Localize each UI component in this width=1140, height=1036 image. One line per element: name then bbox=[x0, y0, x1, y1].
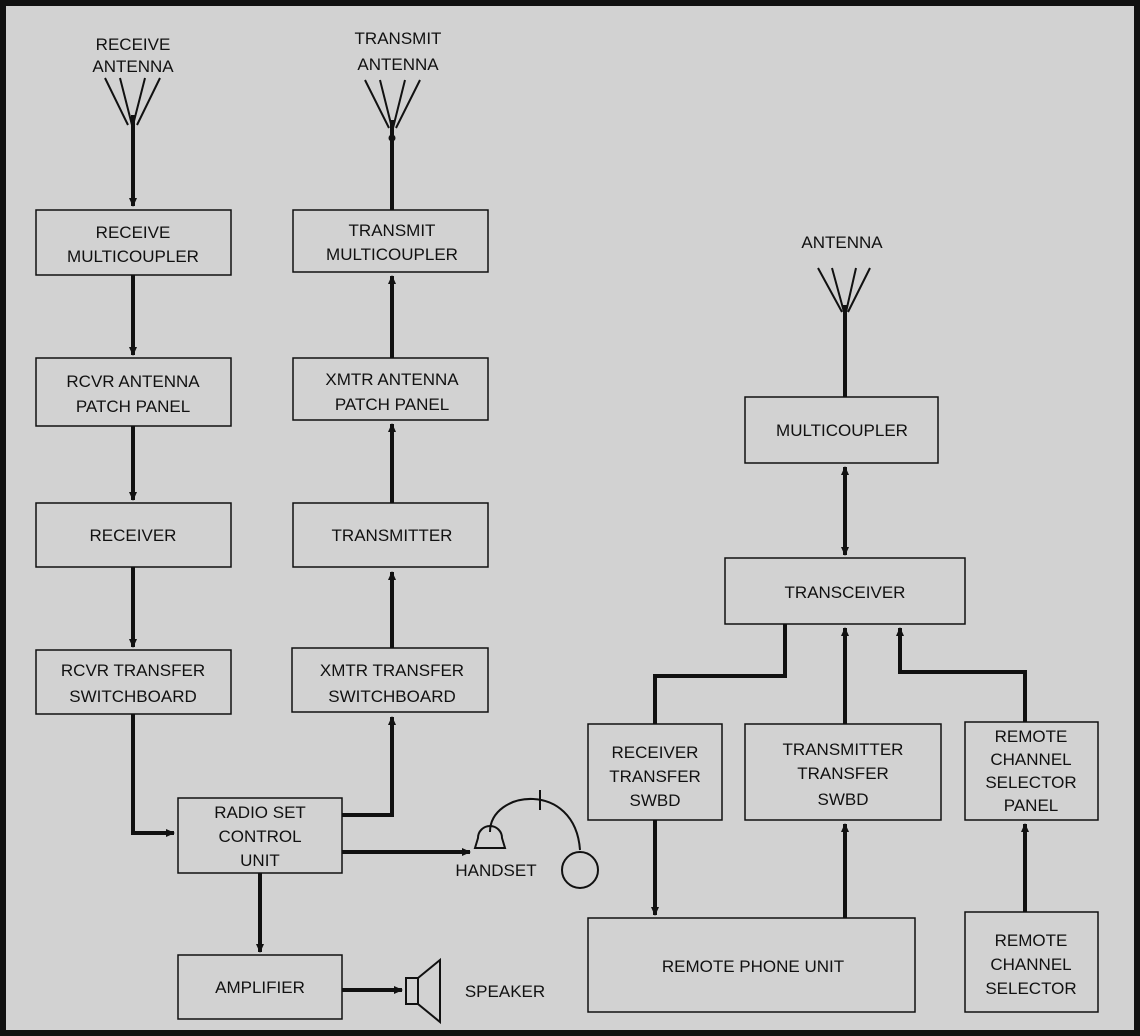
transmit-antenna-label-line1: TRANSMIT bbox=[355, 29, 442, 48]
remote-channel-selector-panel-block bbox=[964, 721, 1099, 821]
radio-set-control-unit-label-line3: UNIT bbox=[240, 851, 280, 870]
multicoupler-block bbox=[744, 396, 939, 464]
receiver-transfer-swbd-label-line3: SWBD bbox=[630, 791, 681, 810]
speaker-label: SPEAKER bbox=[465, 982, 545, 1001]
transmitter-label: TRANSMITTER bbox=[332, 526, 453, 545]
rcvr-antenna-patch-panel-block bbox=[35, 357, 232, 427]
receiver-label: RECEIVER bbox=[90, 526, 177, 545]
receiver-transfer-swbd-block bbox=[587, 723, 723, 821]
antenna-label: ANTENNA bbox=[801, 233, 883, 252]
transmit-antenna-label-line2: ANTENNA bbox=[357, 55, 439, 74]
remote-channel-selector-label-line1: REMOTE bbox=[995, 931, 1068, 950]
transmitter-transfer-swbd-label-line3: SWBD bbox=[818, 790, 869, 809]
receiver-transfer-swbd-label-line1: RECEIVER bbox=[612, 743, 699, 762]
receive-antenna-icon bbox=[104, 77, 161, 198]
xmtr-transfer-label-line2: SWITCHBOARD bbox=[328, 687, 456, 706]
receiver-transfer-swbd-label-line2: TRANSFER bbox=[609, 767, 701, 786]
receive-multicoupler-label-line1: RECEIVE bbox=[96, 223, 171, 242]
transmit-multicoupler-label-line1: TRANSMIT bbox=[349, 221, 436, 240]
remote-channel-selector-panel-label-line4: PANEL bbox=[1004, 796, 1059, 815]
rcvr-transfer-label-line1: RCVR TRANSFER bbox=[61, 661, 205, 680]
transmit-multicoupler-label-line2: MULTICOUPLER bbox=[326, 245, 458, 264]
receive-antenna-label-line1: RECEIVE bbox=[96, 35, 171, 54]
rcvr-transfer-switchboard-block bbox=[35, 649, 232, 715]
xmtr-antenna-patch-label-line1: XMTR ANTENNA bbox=[325, 370, 459, 389]
radio-set-control-unit-label-line2: CONTROL bbox=[218, 827, 301, 846]
rcvr-antenna-patch-label-line2: PATCH PANEL bbox=[76, 397, 190, 416]
transmitter-transfer-swbd-block bbox=[744, 723, 942, 821]
remote-channel-selector-label-line2: CHANNEL bbox=[990, 955, 1071, 974]
remote-channel-selector-panel-label-line2: CHANNEL bbox=[990, 750, 1071, 769]
transceiver-label: TRANSCEIVER bbox=[785, 583, 906, 602]
transmit-antenna-icon bbox=[364, 79, 421, 210]
transmitter-block bbox=[292, 502, 489, 568]
remote-channel-selector-label-line3: SELECTOR bbox=[985, 979, 1076, 998]
speaker-icon bbox=[405, 957, 441, 1025]
rcvr-transfer-label-line2: SWITCHBOARD bbox=[69, 687, 197, 706]
radio-set-control-unit-label-line1: RADIO SET bbox=[214, 803, 306, 822]
amplifier-label: AMPLIFIER bbox=[215, 978, 305, 997]
handset-label: HANDSET bbox=[455, 861, 536, 880]
receive-multicoupler-label-line2: MULTICOUPLER bbox=[67, 247, 199, 266]
remote-channel-selector-panel-label-line1: REMOTE bbox=[995, 727, 1068, 746]
transmit-multicoupler-block bbox=[292, 209, 489, 273]
amplifier-block bbox=[177, 954, 343, 1020]
multicoupler-label: MULTICOUPLER bbox=[776, 421, 908, 440]
receive-antenna-label-line2: ANTENNA bbox=[92, 57, 174, 76]
remote-phone-unit-block bbox=[587, 917, 916, 1013]
handset-icon bbox=[473, 790, 599, 889]
xmtr-antenna-patch-panel-block bbox=[292, 357, 489, 421]
antenna-icon bbox=[817, 267, 871, 397]
xmtr-antenna-patch-label-line2: PATCH PANEL bbox=[335, 395, 449, 414]
transceiver-block bbox=[724, 557, 966, 625]
transmitter-transfer-swbd-label-line1: TRANSMITTER bbox=[783, 740, 904, 759]
rcvr-antenna-patch-label-line1: RCVR ANTENNA bbox=[66, 372, 200, 391]
radio-set-control-unit-block bbox=[177, 797, 343, 874]
xmtr-transfer-switchboard-block bbox=[291, 647, 489, 713]
remote-channel-selector-panel-label-line3: SELECTOR bbox=[985, 773, 1076, 792]
transmitter-transfer-swbd-label-line2: TRANSFER bbox=[797, 764, 889, 783]
xmtr-transfer-label-line1: XMTR TRANSFER bbox=[320, 661, 464, 680]
remote-channel-selector-block bbox=[964, 911, 1099, 1013]
receive-multicoupler-block bbox=[35, 209, 232, 276]
remote-phone-unit-label: REMOTE PHONE UNIT bbox=[662, 957, 844, 976]
